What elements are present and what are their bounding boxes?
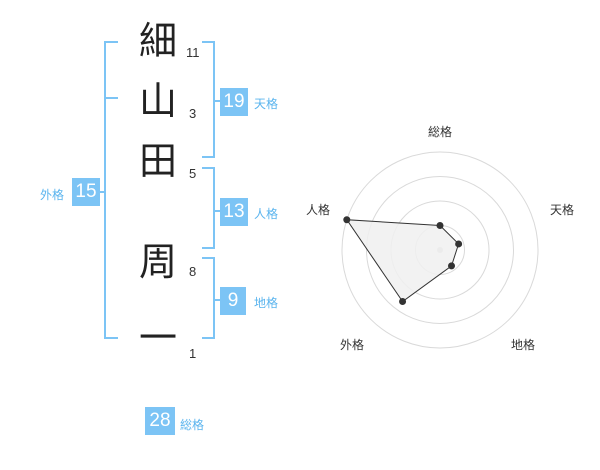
stroke-count-1: 11 bbox=[186, 45, 200, 60]
gaikaku-label: 外格 bbox=[40, 188, 65, 202]
tenkaku-badge: 19 bbox=[220, 88, 248, 116]
radar-chart bbox=[341, 151, 539, 349]
radar-axis-label-soukaku: 総格 bbox=[428, 125, 453, 139]
gaikaku-bracket bbox=[104, 41, 118, 339]
radar-ring-4 bbox=[341, 151, 539, 349]
radar-axis-label-chikaku: 地格 bbox=[511, 338, 536, 352]
stroke-count-2: 3 bbox=[189, 106, 197, 121]
radar-point-2 bbox=[448, 262, 456, 270]
soukaku-badge: 28 bbox=[145, 407, 175, 435]
radar-ring-3 bbox=[366, 176, 514, 324]
name-char-3: 田 bbox=[138, 139, 177, 183]
name-char-5: 一 bbox=[138, 316, 177, 360]
radar-point-1 bbox=[455, 240, 463, 248]
chikaku-bracket bbox=[202, 257, 215, 339]
stroke-count-3: 5 bbox=[189, 166, 197, 181]
stroke-count-5: 1 bbox=[189, 346, 197, 361]
name-char-1: 細 bbox=[138, 19, 177, 63]
gaikaku-badge: 15 bbox=[72, 178, 100, 206]
radar-axis-label-jinkaku: 人格 bbox=[306, 203, 331, 217]
stroke-count-4: 8 bbox=[189, 264, 197, 279]
radar-series-polygon bbox=[345, 219, 460, 303]
radar-point-4 bbox=[343, 216, 351, 224]
tenkaku-label: 天格 bbox=[254, 97, 279, 111]
radar-axis-label-gaikaku: 外格 bbox=[340, 338, 365, 352]
chikaku-label: 地格 bbox=[254, 296, 279, 310]
name-char-2: 山 bbox=[138, 79, 177, 123]
soukaku-label: 総格 bbox=[180, 418, 205, 432]
jinkaku-label: 人格 bbox=[254, 207, 279, 221]
tenkaku-bracket bbox=[202, 41, 215, 158]
radar-point-3 bbox=[399, 298, 407, 306]
radar-point-0 bbox=[436, 222, 444, 229]
name-char-4: 周 bbox=[138, 240, 177, 284]
jinkaku-bracket bbox=[202, 167, 215, 249]
radar-axis-label-tenkaku: 天格 bbox=[550, 203, 575, 217]
chikaku-badge: 9 bbox=[220, 287, 246, 315]
jinkaku-badge: 13 bbox=[220, 198, 248, 226]
